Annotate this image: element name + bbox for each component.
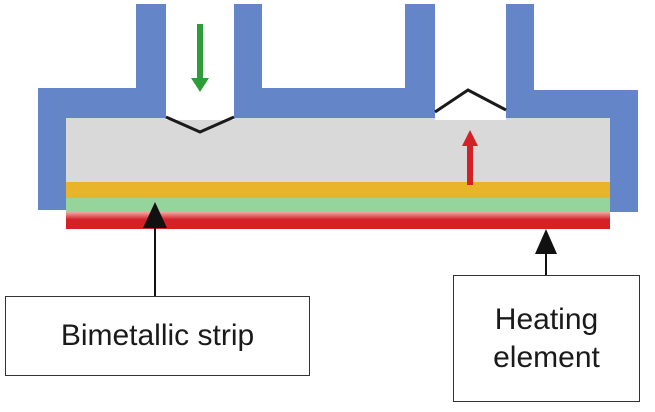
right-outer-wall — [610, 90, 638, 212]
arrow-down-icon — [191, 24, 209, 92]
heating-element-label-line2: element — [493, 340, 600, 374]
heating-element-label-box: Heating element — [453, 275, 640, 402]
inlet-left-wall — [136, 4, 166, 118]
bimetal-pointer — [143, 202, 167, 296]
heating-element-label-line1: Heating — [494, 302, 599, 336]
bimetallic-strip-label: Bimetallic strip — [60, 319, 255, 352]
heater-pointer — [535, 229, 557, 275]
inlet-opening — [166, 112, 234, 120]
arrow-up-icon — [143, 202, 167, 228]
channel-walls — [38, 4, 638, 212]
bimetal-top-layer — [66, 182, 610, 198]
heating-element — [66, 212, 610, 229]
bimetal-bottom-layer — [66, 198, 610, 212]
chamber — [66, 118, 610, 182]
inlet-membrane — [165, 115, 235, 134]
arrow-up-icon — [462, 130, 478, 185]
middle-top-wall — [234, 88, 434, 118]
bimetallic-strip-label-box: Bimetallic strip — [5, 296, 310, 376]
outlet-left-wall — [405, 4, 435, 118]
outlet-membrane — [434, 88, 507, 114]
outlet-opening — [435, 112, 506, 120]
arrow-up-icon — [535, 229, 557, 254]
